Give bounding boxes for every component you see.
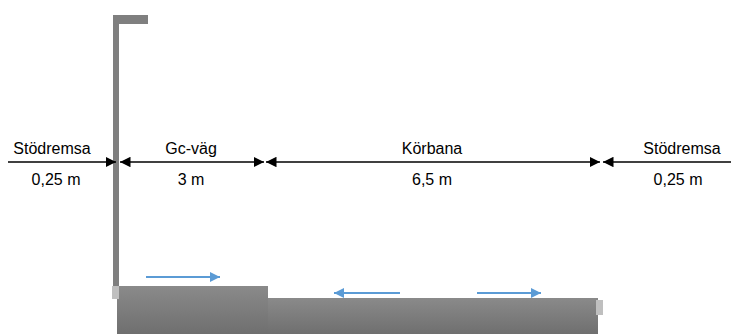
dimension-arrow	[266, 161, 600, 163]
carriageway-block	[268, 298, 598, 334]
direction-arrow	[334, 292, 400, 294]
direction-arrow	[477, 292, 541, 294]
dimension-arrow	[8, 161, 116, 163]
part-name: Stödremsa	[11, 139, 92, 158]
part-name: Gc-väg	[163, 139, 219, 158]
direction-arrow	[146, 276, 220, 278]
shoulder-right	[596, 300, 603, 315]
lamp-pole	[113, 15, 119, 288]
dimension: 3 m	[176, 170, 207, 189]
dimension-arrow	[120, 161, 264, 163]
dimension: 6,5 m	[410, 170, 454, 189]
dimension: 0,25 m	[30, 170, 83, 189]
gc-path-block	[117, 286, 268, 334]
dimension: 0,25 m	[652, 170, 705, 189]
dimension-arrow	[603, 161, 731, 163]
lamp-arm	[113, 15, 148, 24]
part-name: Stödremsa	[641, 139, 722, 158]
shoulder-left	[112, 286, 119, 299]
part-name: Körbana	[400, 139, 465, 158]
